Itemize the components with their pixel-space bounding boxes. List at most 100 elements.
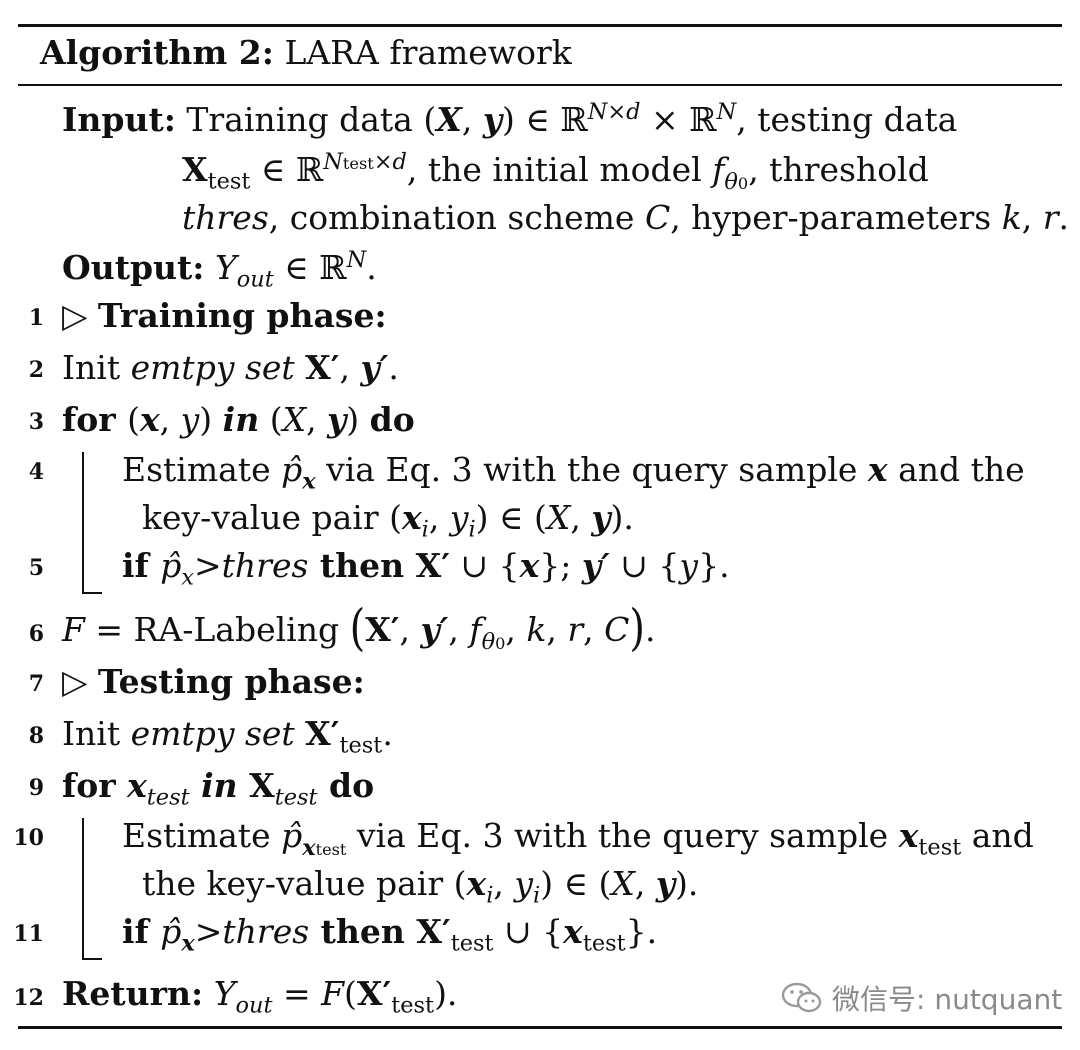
- watermark-text: 微信号: nutquant: [832, 983, 1063, 1016]
- math-sub: θ: [724, 168, 738, 195]
- math-var: X: [611, 864, 635, 903]
- math-var: y: [591, 498, 611, 537]
- math-sub: x: [302, 834, 316, 861]
- step-text: (: [127, 400, 140, 439]
- step-text: Estimate: [122, 450, 282, 489]
- watermark: 微信号: nutquant: [780, 978, 1062, 1023]
- math-var: k: [526, 610, 547, 649]
- triangle-comment-icon: ▷: [62, 296, 98, 335]
- math-sub: out: [236, 266, 274, 293]
- math-sub: 0: [737, 173, 749, 193]
- step-text: and the: [887, 450, 1025, 489]
- math-var: x: [139, 400, 160, 439]
- output-text: ∈ ℝ: [273, 248, 347, 287]
- output-text: .: [366, 248, 377, 287]
- math-sub: test: [146, 784, 190, 811]
- step-text: =: [272, 974, 322, 1013]
- step-text: ,: [399, 610, 421, 649]
- step-if-then: if p̂x>thres then X′ ∪ {x}; y′ ∪ {y}.: [122, 544, 730, 589]
- phase-heading: Testing phase:: [97, 662, 365, 701]
- top-rule: [18, 24, 1062, 27]
- step-text: ).: [675, 864, 699, 903]
- step-text: Init: [62, 348, 131, 387]
- line-number: 10: [13, 825, 44, 851]
- output-line: Output: Yout ∈ ℝN.: [62, 246, 377, 293]
- math-var: r: [1042, 198, 1059, 237]
- step-text: = RA-Labeling: [84, 610, 350, 649]
- math-var: y′: [581, 546, 610, 585]
- step-text: ,: [339, 348, 361, 387]
- phase-heading: Training phase:: [97, 296, 387, 335]
- math-var: x: [127, 766, 147, 805]
- input-text: , threshold: [748, 150, 929, 189]
- step-text: ): [346, 400, 370, 439]
- step-estimate: Estimate p̂x via Eq. 3 with the query sa…: [122, 448, 1025, 495]
- math-var: X′: [356, 974, 392, 1013]
- step-text: >: [194, 912, 223, 951]
- math-sub: x: [302, 468, 316, 495]
- step-text: via Eq. 3 with the query sample: [346, 816, 899, 855]
- step-text: ∪ {: [449, 546, 520, 585]
- step-init-test-set: Init emtpy set X′test.: [62, 712, 393, 757]
- line-number: 5: [28, 555, 44, 581]
- math-var: y: [655, 864, 676, 903]
- step-return: Return: Yout = F(X′test).: [62, 972, 458, 1017]
- step-ra-labeling: F = RA-Labeling (X′, y′, fθ0, k, r, C).: [62, 599, 655, 657]
- step-text: via Eq. 3 with the query sample: [315, 450, 868, 489]
- step-emph: emtpy set: [130, 714, 306, 753]
- step-text: ,: [505, 610, 527, 649]
- input-text: ,: [1021, 198, 1043, 237]
- math-var: y: [180, 400, 200, 439]
- math-sub: test: [274, 784, 318, 811]
- input-line-2: Xtest ∈ ℝNtest×d, the initial model fθ0,…: [182, 148, 929, 195]
- math-var: y′: [360, 348, 389, 387]
- input-text: , the initial model: [406, 150, 713, 189]
- step-text: ).: [434, 974, 458, 1013]
- math-var: p̂: [160, 546, 182, 585]
- keyword-then: then: [308, 546, 416, 585]
- step-if-then-test: if p̂x>thres then X′test ∪ {xtest}.: [122, 910, 658, 957]
- input-text: , hyper-parameters: [670, 198, 1002, 237]
- title-rule: [18, 84, 1062, 86]
- keyword-in: in: [189, 766, 250, 805]
- math-var: f: [469, 610, 482, 649]
- math-sub: i: [486, 882, 494, 909]
- output-keyword: Output:: [62, 248, 205, 287]
- math-var: y: [514, 864, 534, 903]
- math-var: F: [62, 610, 85, 649]
- math-sub: test: [450, 930, 494, 957]
- input-keyword: Input:: [62, 100, 176, 139]
- step-estimate-test-cont: the key-value pair (xi, yi) ∈ (X, y).: [142, 862, 699, 909]
- loop-block-bar: [82, 452, 84, 594]
- math-var: X: [436, 100, 462, 139]
- math-var: X′: [305, 348, 340, 387]
- math-var: r: [567, 610, 584, 649]
- input-text: , testing data: [736, 100, 958, 139]
- line-number: 8: [28, 723, 44, 749]
- input-line-3: thres, combination scheme C, hyper-param…: [182, 196, 1069, 240]
- bottom-rule: [18, 1026, 1062, 1029]
- math-sub: i: [533, 882, 541, 909]
- math-sup: ×d: [373, 149, 407, 175]
- math-var: C: [604, 610, 630, 649]
- wechat-icon: [780, 980, 824, 1023]
- math-var: y: [449, 498, 469, 537]
- loop-block-foot: [82, 592, 102, 594]
- math-sup: N: [323, 149, 343, 175]
- step-text: ) ∈ (: [475, 498, 547, 537]
- step-estimate-cont: key-value pair (xi, yi) ∈ (X, y).: [142, 496, 634, 541]
- math-var: thres: [182, 198, 269, 237]
- big-paren: ): [629, 599, 645, 657]
- math-var: k: [1001, 198, 1022, 237]
- input-text: ) ∈ ℝ: [502, 100, 588, 139]
- math-sub: x: [181, 930, 195, 957]
- keyword-then: then: [309, 912, 417, 951]
- math-var: X: [282, 400, 307, 439]
- step-text: }.: [625, 912, 658, 951]
- step-text: Init: [62, 714, 131, 753]
- algorithm-label: Algorithm 2:: [40, 33, 274, 72]
- math-var: X′: [365, 610, 400, 649]
- math-var: x: [401, 498, 422, 537]
- math-sub: θ: [481, 628, 496, 655]
- math-var: X′: [305, 714, 340, 753]
